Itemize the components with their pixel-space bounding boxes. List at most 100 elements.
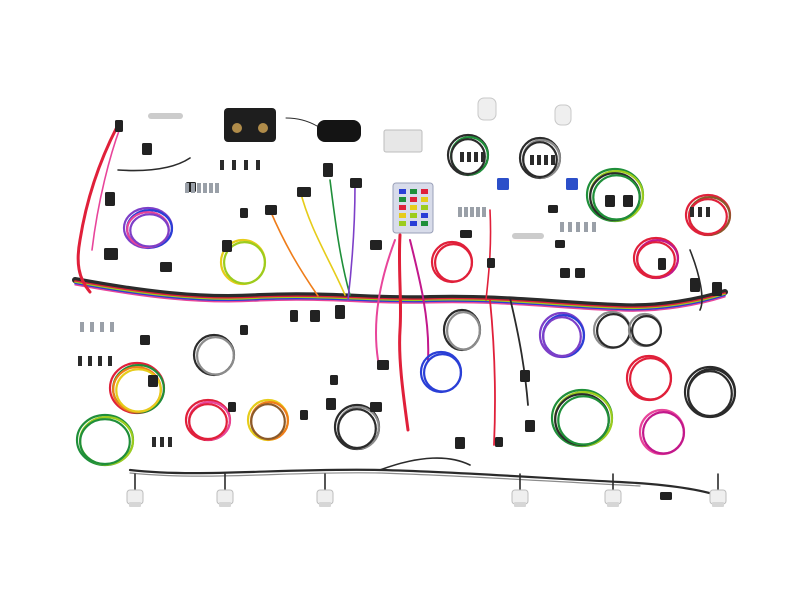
fuse [410, 197, 417, 202]
wire-coil [188, 403, 228, 441]
wire-coil [115, 368, 162, 413]
wire-coil [557, 395, 610, 446]
wire-coil [250, 403, 286, 441]
connector [460, 230, 472, 238]
wire-coil [337, 408, 377, 450]
lamp-socket [129, 502, 141, 507]
bottom-harness-wire [379, 457, 471, 471]
wire-coil [688, 198, 728, 236]
fuse [399, 221, 406, 226]
connector [326, 398, 336, 410]
main-trunk-wire [74, 280, 726, 309]
center-bundle-wire [299, 189, 346, 296]
connector [160, 262, 172, 272]
terminal-row [706, 207, 710, 217]
bottom-harness-wire [128, 468, 727, 500]
connector [228, 402, 236, 412]
terminal-row [152, 437, 156, 447]
remote-pad [317, 120, 361, 142]
fuse [399, 213, 406, 218]
center-bundle-wire [269, 209, 319, 297]
fuse [421, 189, 428, 194]
connector [330, 375, 338, 385]
fuse [421, 197, 428, 202]
terminal-row [481, 152, 485, 162]
lamp-socket [216, 489, 234, 505]
connector [658, 258, 666, 270]
connector [104, 248, 118, 260]
wire-coil [628, 356, 672, 401]
connector [623, 195, 633, 207]
temp-sender [512, 233, 544, 239]
connector [525, 420, 535, 432]
relay-terminal [232, 123, 242, 133]
lamp-socket [607, 502, 619, 507]
terminal-row [168, 437, 172, 447]
connector [660, 492, 672, 500]
wire-coil [636, 241, 676, 279]
terminal-row [470, 207, 474, 217]
connector [290, 310, 298, 322]
right-harness-wire [689, 249, 703, 311]
terminal-row [98, 356, 102, 366]
fuse [410, 189, 417, 194]
wire-coil [434, 242, 474, 283]
connector [605, 195, 615, 207]
oil-sender [148, 113, 183, 119]
lamp-socket [514, 502, 526, 507]
wire-coil [423, 352, 463, 393]
left-harness-wire [91, 127, 121, 251]
terminal-row [90, 322, 94, 332]
left-harness-wire [76, 123, 120, 294]
lamp-socket [709, 489, 727, 505]
wire-coil [630, 314, 662, 347]
terminal-row [220, 160, 224, 170]
connector [142, 143, 152, 155]
connector [350, 178, 362, 188]
fuse [410, 221, 417, 226]
fuse [410, 213, 417, 218]
center-bundle-wire [397, 233, 410, 432]
connector [265, 205, 277, 215]
bottom-harness-wire [129, 472, 641, 487]
terminal-row [215, 183, 219, 193]
connector [297, 187, 311, 197]
relay-housing [224, 108, 276, 142]
wire-coil [522, 141, 558, 179]
connector [560, 268, 570, 278]
connector [455, 437, 465, 449]
connector [240, 325, 248, 335]
terminal-row [88, 356, 92, 366]
terminal-row [698, 207, 702, 217]
terminal-row [203, 183, 207, 193]
parts-layer [78, 97, 727, 507]
wire-coil [592, 174, 641, 221]
connector [310, 310, 320, 322]
terminal-row [209, 183, 213, 193]
lamp-socket [604, 489, 622, 505]
fuse [399, 205, 406, 210]
connector [105, 192, 115, 206]
connector [240, 208, 248, 218]
lamp-socket [319, 502, 331, 507]
terminal-row [256, 160, 260, 170]
wire-coil [446, 310, 482, 351]
connector [115, 120, 123, 132]
fuse [421, 221, 428, 226]
connector [140, 335, 150, 345]
wire-coil [687, 370, 733, 418]
connector [487, 258, 495, 268]
right-harness-wire [509, 297, 529, 406]
wire-coil [129, 213, 170, 248]
main-trunk-wire [72, 277, 728, 310]
terminal-row [537, 155, 541, 165]
connector [148, 375, 158, 387]
terminal-row [244, 160, 248, 170]
wire-coil [542, 316, 582, 358]
center-bundle-wire [409, 239, 430, 361]
wire-coil [641, 410, 685, 455]
wire-coil [223, 240, 267, 285]
center-bundle-wire [347, 184, 356, 301]
connector [300, 410, 308, 420]
